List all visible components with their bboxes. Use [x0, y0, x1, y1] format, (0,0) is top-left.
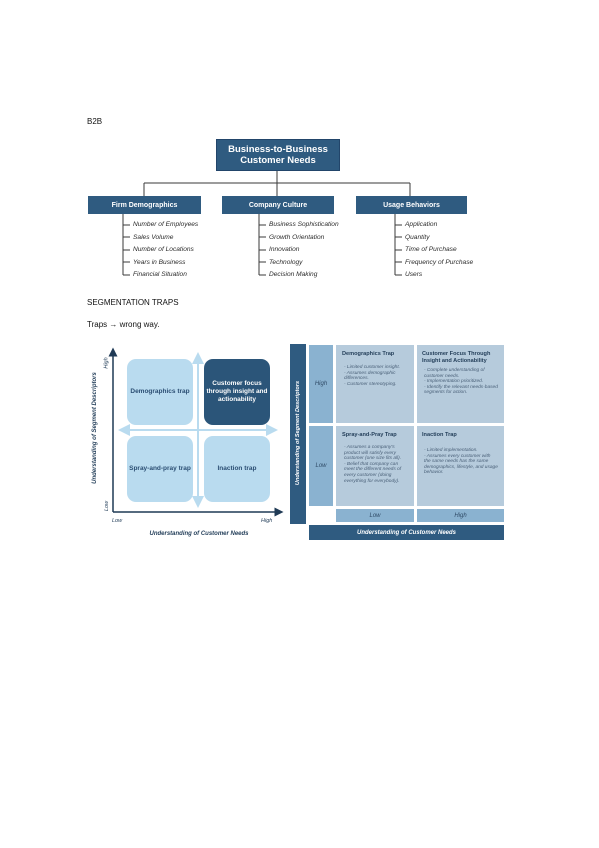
branch-usage-behaviors: Application Quantity Time of Purchase Fr…	[405, 219, 473, 282]
branch-item: Users	[405, 271, 423, 278]
cell-body: - Complete understanding of customer nee…	[424, 368, 498, 396]
right-y-axis-bar	[290, 344, 306, 524]
cell-title: Inaction Trap	[422, 432, 457, 438]
cell-body: - Limited customer insight. - Assumes de…	[344, 365, 400, 387]
cell-body: - Assumes a company's product will satis…	[344, 445, 402, 484]
branch-item: Growth Orientation	[269, 233, 325, 241]
branch-item: Frequency of Purchase	[405, 258, 474, 266]
branch-item: Technology	[269, 258, 303, 266]
branch-item: Time of Purchase	[405, 246, 457, 253]
category-company-culture: Company Culture	[222, 196, 334, 214]
right-cell-spray-and-pray-trap: Spray-and-Pray Trap - Assumes a company'…	[336, 426, 414, 506]
right-matrix: Understanding of Segment Descriptors Hig…	[290, 344, 506, 542]
branch-item: Financial Situation	[133, 271, 187, 278]
right-y-axis-label: Understanding of Segment Descriptors	[295, 380, 301, 486]
left-x-axis-label: Understanding of Customer Needs	[149, 531, 249, 537]
category-usage-behaviors: Usage Behaviors	[356, 196, 467, 214]
branch-item: Innovation	[269, 246, 300, 253]
section-heading-segmentation-traps: SEGMENTATION TRAPS	[87, 298, 179, 307]
right-col-high: High	[417, 509, 504, 522]
branch-firm-demographics: Number of Employees Sales Volume Number …	[133, 219, 198, 282]
traps-note: Traps → wrong way.	[87, 320, 160, 329]
quadrant-demographics-trap: Demographics trap	[127, 359, 193, 425]
right-row-low: Low	[309, 426, 333, 506]
category-firm-demographics: Firm Demographics	[88, 196, 201, 214]
branch-item: Years in Business	[133, 258, 186, 266]
left-y-axis-label: Understanding of Segment Descriptors	[92, 372, 98, 484]
section-heading-b2b: B2B	[87, 117, 103, 126]
right-x-axis-bar: Understanding of Customer Needs	[309, 525, 504, 540]
right-cell-inaction-trap: Inaction Trap - Limited implementation. …	[417, 426, 504, 506]
branch-item: Number of Employees	[133, 221, 199, 228]
left-y-high-label: High	[103, 357, 110, 369]
cell-title: Customer Focus Through Insight and Actio…	[422, 351, 491, 364]
right-col-low: Low	[336, 509, 414, 522]
tree-connectors	[122, 169, 411, 276]
quadrant-spray-and-pray-trap: Spray-and-pray trap	[127, 436, 193, 502]
right-cell-customer-focus: Customer Focus Through Insight and Actio…	[417, 345, 504, 423]
left-x-low-label: Low	[112, 518, 123, 524]
right-cell-demographics-trap: Demographics Trap - Limited customer ins…	[336, 345, 414, 423]
left-y-low-label: Low	[104, 500, 111, 512]
branch-item: Business Sophistication	[269, 221, 339, 228]
branch-item: Number of Locations	[133, 246, 194, 253]
branch-item: Quantity	[405, 233, 430, 241]
tree-root-box: Business-to-Business Customer Needs	[216, 139, 340, 171]
cell-title: Spray-and-Pray Trap	[342, 432, 397, 438]
right-row-high: High	[309, 345, 333, 423]
branch-company-culture: Business Sophistication Growth Orientati…	[269, 219, 339, 282]
branch-item: Sales Volume	[133, 233, 174, 241]
quadrant-inaction-trap: Inaction trap	[204, 436, 270, 502]
quadrant-customer-focus: Customer focus through insight and actio…	[204, 359, 270, 425]
branch-item: Decision Making	[269, 271, 318, 278]
cell-body: - Limited implementation. - Assumes ever…	[424, 448, 498, 476]
left-x-high-label: High	[261, 518, 273, 524]
branch-item: Application	[405, 221, 438, 228]
cell-title: Demographics Trap	[342, 351, 395, 357]
